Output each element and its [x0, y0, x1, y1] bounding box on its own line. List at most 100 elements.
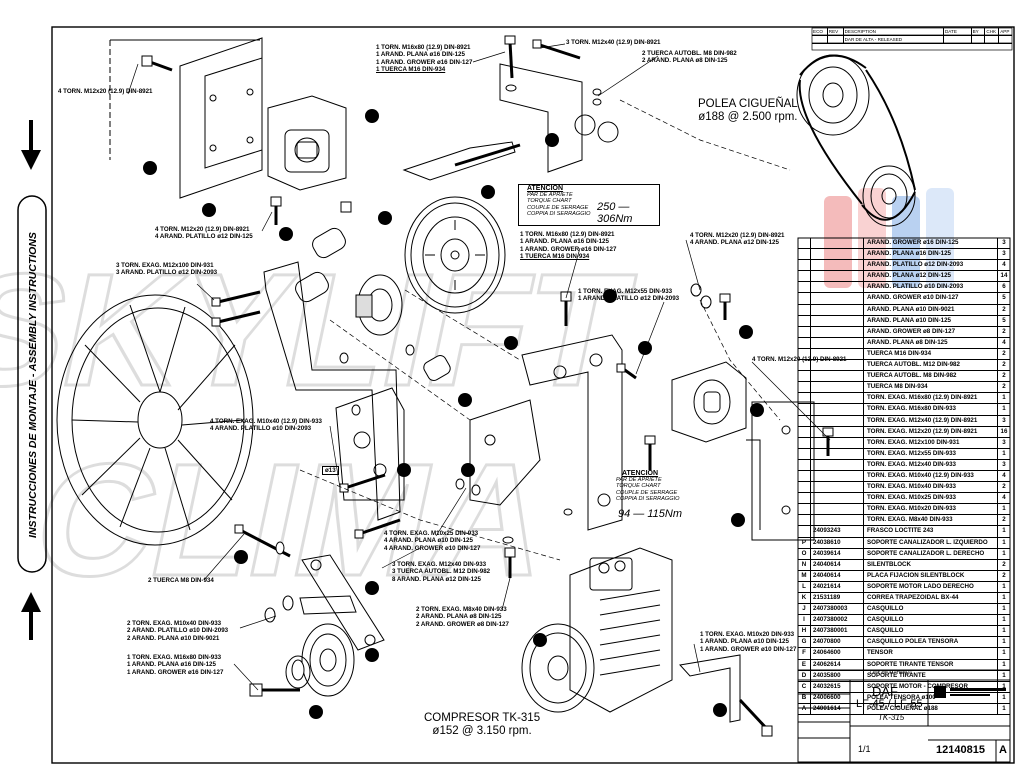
bom-quantity: 1 — [1002, 405, 1006, 413]
bom-description: SILENTBLOCK — [864, 559, 998, 570]
bom-code — [811, 304, 864, 315]
arrow-up-icon — [21, 592, 41, 640]
bom-quantity: 1 — [1002, 594, 1006, 601]
callout-line: 2 TORN. EXAG. M8x40 DIN-933 — [416, 606, 507, 613]
bom-ref — [798, 393, 811, 404]
side-banner-text: INSTRUCCIONES DE MONTAJE - ASSEMBLY INST… — [27, 232, 39, 538]
bom-code — [811, 404, 864, 415]
callout-line: 1 ARAND. GROWER ø10 DIN-127 — [700, 645, 797, 653]
watermark: SKYLIFT CLIMA — [0, 240, 647, 611]
torque-line: PAR DE APRIETE — [616, 477, 662, 483]
bom-ref — [798, 415, 811, 426]
callout-line: 2 ARAND. PLATILLO ø10 DIN-2093 — [127, 627, 229, 635]
torque-lines: PAR DE APRIETE TORQUE CHART COUPLE DE SE… — [527, 192, 659, 218]
callout-c17: 1 TORN. EXAG. M16x80 DIN-933 1 ARAND. PL… — [127, 654, 223, 676]
rev-col: APP — [1000, 29, 1010, 34]
bom-code: 24001614 — [811, 703, 864, 715]
bom-code — [811, 437, 864, 448]
belt-routing-detail — [796, 54, 916, 227]
callout-line: 2 ARAND. PLANA ø8 DIN-125 — [416, 613, 502, 621]
bom-ref — [798, 304, 811, 315]
bom-quantity: 1 — [1002, 627, 1006, 635]
bom-ref — [798, 360, 811, 371]
bom-description: ARAND. GROWER ø10 DIN-127 — [864, 293, 998, 304]
torque-line: COUPLE DE SERRAGE — [527, 204, 589, 211]
bom-ref: E — [798, 659, 811, 670]
crank-pulley-caption: POLEA CIGUEÑAL ø188 @ 2.500 rpm. — [698, 98, 798, 124]
bom-code — [811, 260, 864, 271]
rev-col: ECO — [812, 28, 828, 35]
bom-ref — [798, 526, 811, 537]
bom-code — [811, 360, 864, 371]
bom-quantity: 1 — [1002, 693, 1006, 701]
right-silentblock-plate — [671, 361, 815, 541]
list-of-material-label: LIST OF MATERIAL — [870, 671, 914, 676]
bom-description: SOPORTE MOTOR LADO DERECHO — [864, 581, 998, 592]
part-tag: ø13 — [322, 466, 339, 476]
bom-ref: A — [798, 703, 811, 715]
callout-line: 1 TUERCA M16 DIN-934 — [520, 253, 590, 261]
callout-c12: 4 TORN. EXAG. M10x25 DIN-933 4 ARAND. PL… — [384, 530, 480, 552]
bom-code: 24039614 — [811, 548, 864, 559]
bom-description: ARAND. PLATILLO ø12 DIN-2093 — [864, 260, 998, 271]
bom-ref — [798, 404, 811, 415]
bom-code — [811, 293, 864, 304]
callout-line: 2 TORN. EXAG. M10x40 DIN-933 — [127, 620, 222, 627]
bom-quantity: 2 — [1002, 571, 1006, 579]
bom-ref — [798, 293, 811, 304]
bom-description: TORN. EXAG. M16x80 (12.9) DIN-8921 — [864, 393, 998, 404]
tensioner-pulley — [285, 623, 355, 697]
torque-line: COPPIA DI SERRAGGIO — [616, 496, 680, 503]
bom-code: 24040614 — [811, 570, 864, 581]
bom-code: 21531189 — [811, 593, 864, 604]
callout-line: 1 ARAND. GROWER ø16 DIN-127 — [520, 245, 617, 253]
callout-line: 1 TORN. EXAG. M16x80 DIN-933 — [127, 654, 222, 661]
bom-description: CASQUILLO POLEA TENSORA — [864, 637, 998, 648]
bom-code — [811, 348, 864, 360]
bom-code: 24006600 — [811, 692, 864, 703]
bom-code: 24062614 — [811, 659, 864, 670]
callout-line: 4 ARAND. PLATILLO ø12 DIN-125 — [155, 233, 253, 241]
torque-line: COUPLE DE SERRAGE — [616, 489, 678, 496]
bom-quantity: 3 — [1002, 438, 1006, 446]
bom-description: CASQUILLO — [864, 615, 998, 626]
bom-quantity: 14 — [1000, 272, 1008, 280]
bom-quantity: 3 — [1002, 416, 1006, 424]
drawing-frame — [51, 26, 1015, 764]
bom-code — [811, 371, 864, 382]
bom-quantity: 1 — [1002, 527, 1006, 535]
bom-description: TUERCA AUTOBL. M12 DIN-982 — [864, 360, 998, 371]
callout-line: 1 ARAND. GROWER ø16 DIN-127 — [376, 58, 473, 66]
torque-line: TORQUE CHART — [527, 198, 572, 205]
callout-line: 1 ARAND. PLANA ø16 DIN-125 — [376, 51, 465, 59]
drawing-number: 12140815 — [936, 744, 985, 756]
bom-description: TORN. EXAG. M12x20 (12.9) DIN-8921 — [864, 426, 998, 437]
bom-code — [811, 271, 864, 282]
bom-quantity: 2 — [1002, 327, 1006, 335]
bom-ref — [798, 459, 811, 470]
svg-text:CLIMA: CLIMA — [20, 432, 564, 610]
callout-line: 1 TORN. EXAG. M10x20 DIN-933 — [700, 631, 795, 638]
rev-col: BY — [972, 28, 986, 35]
silentblock-plate — [267, 95, 347, 191]
bom-code: 24040614 — [811, 559, 864, 570]
bom-description: CASQUILLO — [864, 626, 998, 637]
bom-quantity: 5 — [1002, 294, 1006, 302]
bom-ref: M — [798, 570, 811, 581]
rev-col: DESCRIPTION — [844, 28, 944, 35]
bom-ref — [798, 371, 811, 382]
bom-quantity: 1 — [1002, 505, 1006, 513]
bom-quantity: 16 — [1000, 427, 1008, 435]
